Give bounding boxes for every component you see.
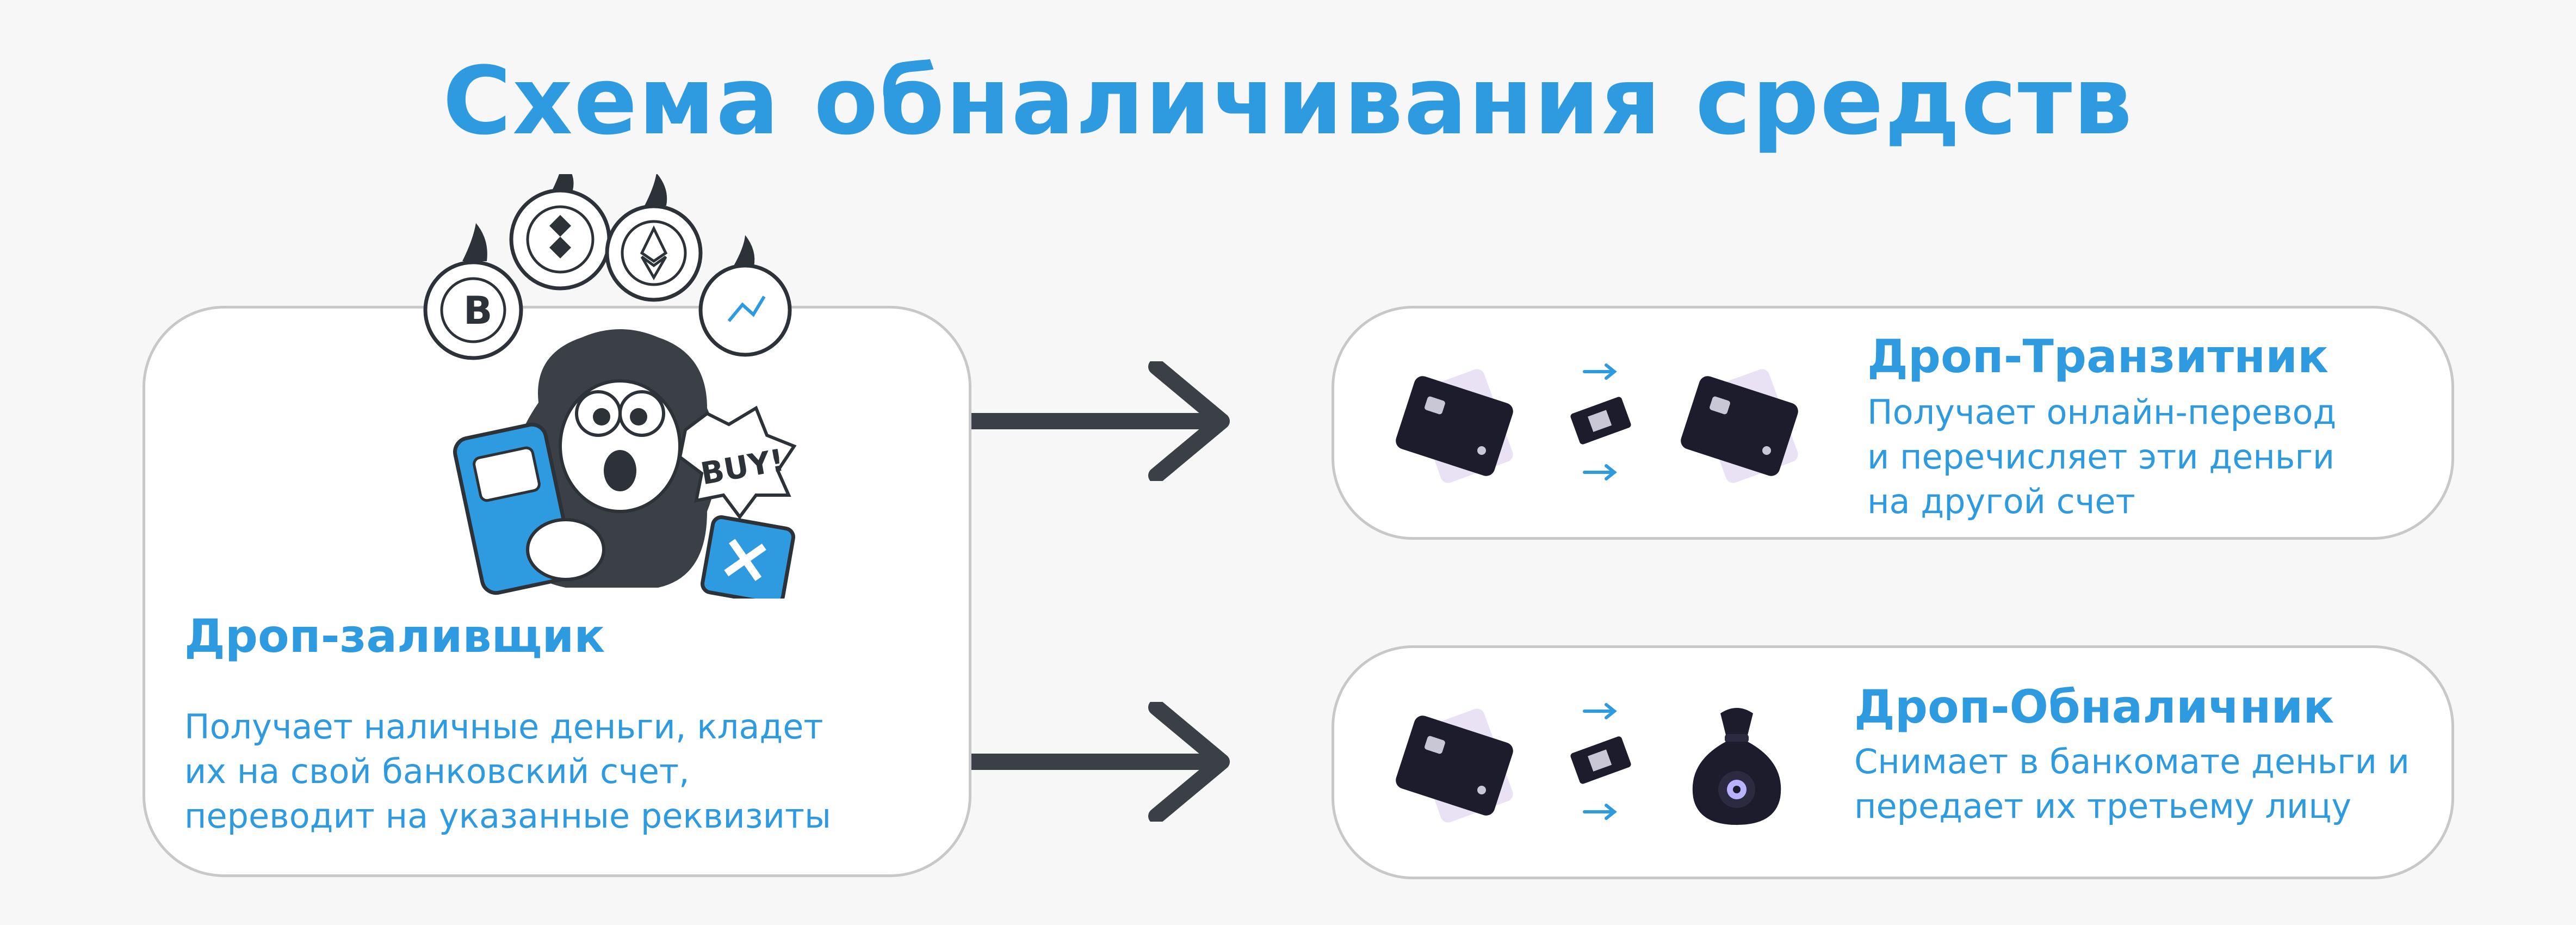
money-bag-icon — [1692, 708, 1781, 825]
card-description: Снимает в банкомате деньги и передает их… — [1854, 742, 2410, 826]
bank-card-icon — [1396, 708, 1513, 823]
card-heading: Дроп-заливщик — [184, 609, 605, 663]
card-drop-transit: Дроп-Транзитник Получает онлайн-перевод … — [1332, 306, 2454, 540]
page-title: Схема обналичивания средств — [442, 46, 2134, 156]
card-drop-cashout: Дроп-Обналичник Снимает в банкомате день… — [1332, 645, 2454, 879]
bank-card-icon — [1396, 369, 1513, 483]
arrow-right-icon — [971, 361, 1230, 481]
monkey-mascot-icon: B BUY! — [423, 174, 797, 599]
svg-text:B: B — [463, 288, 492, 333]
card-heading: Дроп-Обналичник — [1854, 680, 2334, 733]
arrow-right-icon — [971, 702, 1230, 822]
transfer-arrows-icon — [1570, 363, 1631, 480]
card-description: Получает наличные деньги, кладет их на с… — [184, 707, 831, 836]
card-description: Получает онлайн-перевод и перечисляет эт… — [1867, 392, 2337, 521]
bank-card-icon — [1681, 369, 1798, 483]
transfer-arrows-icon — [1570, 703, 1631, 820]
card-heading: Дроп-Транзитник — [1867, 330, 2329, 383]
